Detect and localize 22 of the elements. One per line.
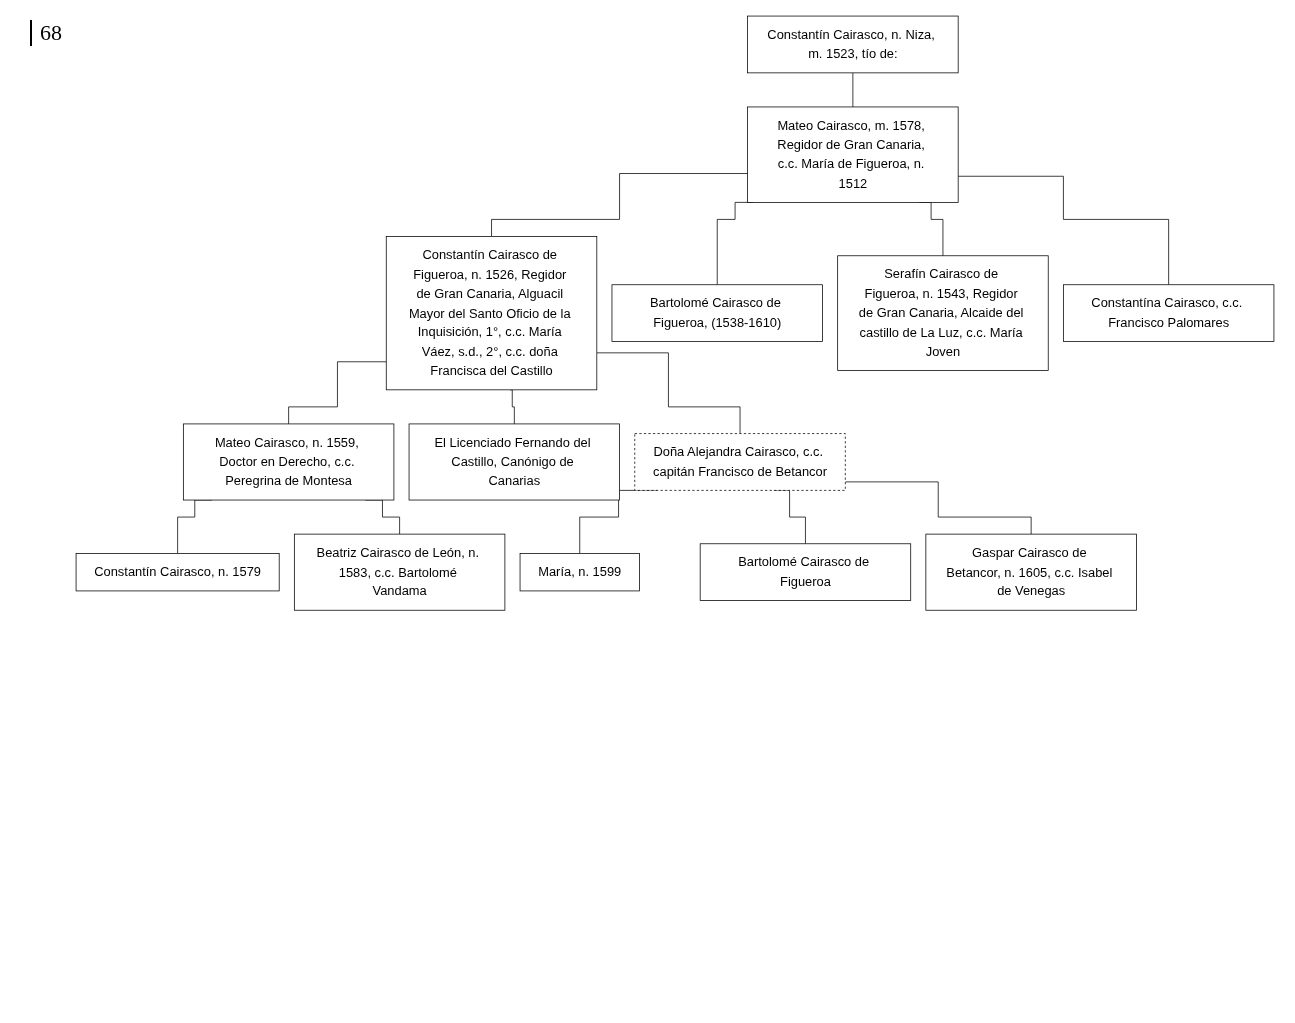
node-box: Mateo Cairasco, m. 1578, Regidor de Gran Canaria, c.c. María de Figueroa, n. 1512 <box>747 106 959 203</box>
connector <box>852 72 854 108</box>
connector <box>491 173 748 237</box>
node-box: Constantín Cairasco, n. Niza, m. 1523, tío de: <box>747 15 959 74</box>
node-box: Bartolomé Cairasco de Figueroa, (1538-1610) <box>611 284 823 342</box>
connector <box>957 175 1170 286</box>
page-number: 68 <box>40 20 62 45</box>
node-box: Mateo Cairasco, n. 1559, Doctor en Derecho, c.c. Peregrina de Montesa <box>182 423 395 501</box>
connector <box>509 389 515 425</box>
connector <box>288 361 387 425</box>
node-box: Serafín Cairasco de Figueroa, n. 1543, Regidor de Gran Canaria, Alcaide del castillo de La Luz, c.c. María Joven <box>837 255 1049 371</box>
connector <box>596 352 741 434</box>
connector <box>844 481 1032 535</box>
node-box: Constantína Cairasco, c.c. Francisco Palomares <box>1063 284 1275 342</box>
node-box: Bartolomé Cairasco de Figueroa <box>699 543 912 601</box>
node-box: Constantín Cairasco, n. 1579 <box>75 553 280 592</box>
node-box: Beatriz Cairasco de León, n. 1583, c.c. Bartolomé Vandama <box>293 533 506 611</box>
node-box: Constantín Cairasco de Figueroa, n. 1526, Regidor de Gran Canaria, Alguacil Mayor del Santo Oficio de la Inquisición, 1°, c.c. María Váez, s.d., 2°, c.c. doña Francisca del Castillo <box>385 236 598 391</box>
node-box: María, n. 1599 <box>519 553 640 592</box>
node-box: Gaspar Cairasco de Betancor, n. 1605, c.c. Isabel de Venegas <box>925 533 1137 611</box>
node-box: Doña Alejandra Cairasco, c.c. capitán Francisco de Betancor <box>634 433 846 491</box>
node-box: El Licenciado Fernando del Castillo, Canónigo de Canarias <box>408 423 620 501</box>
